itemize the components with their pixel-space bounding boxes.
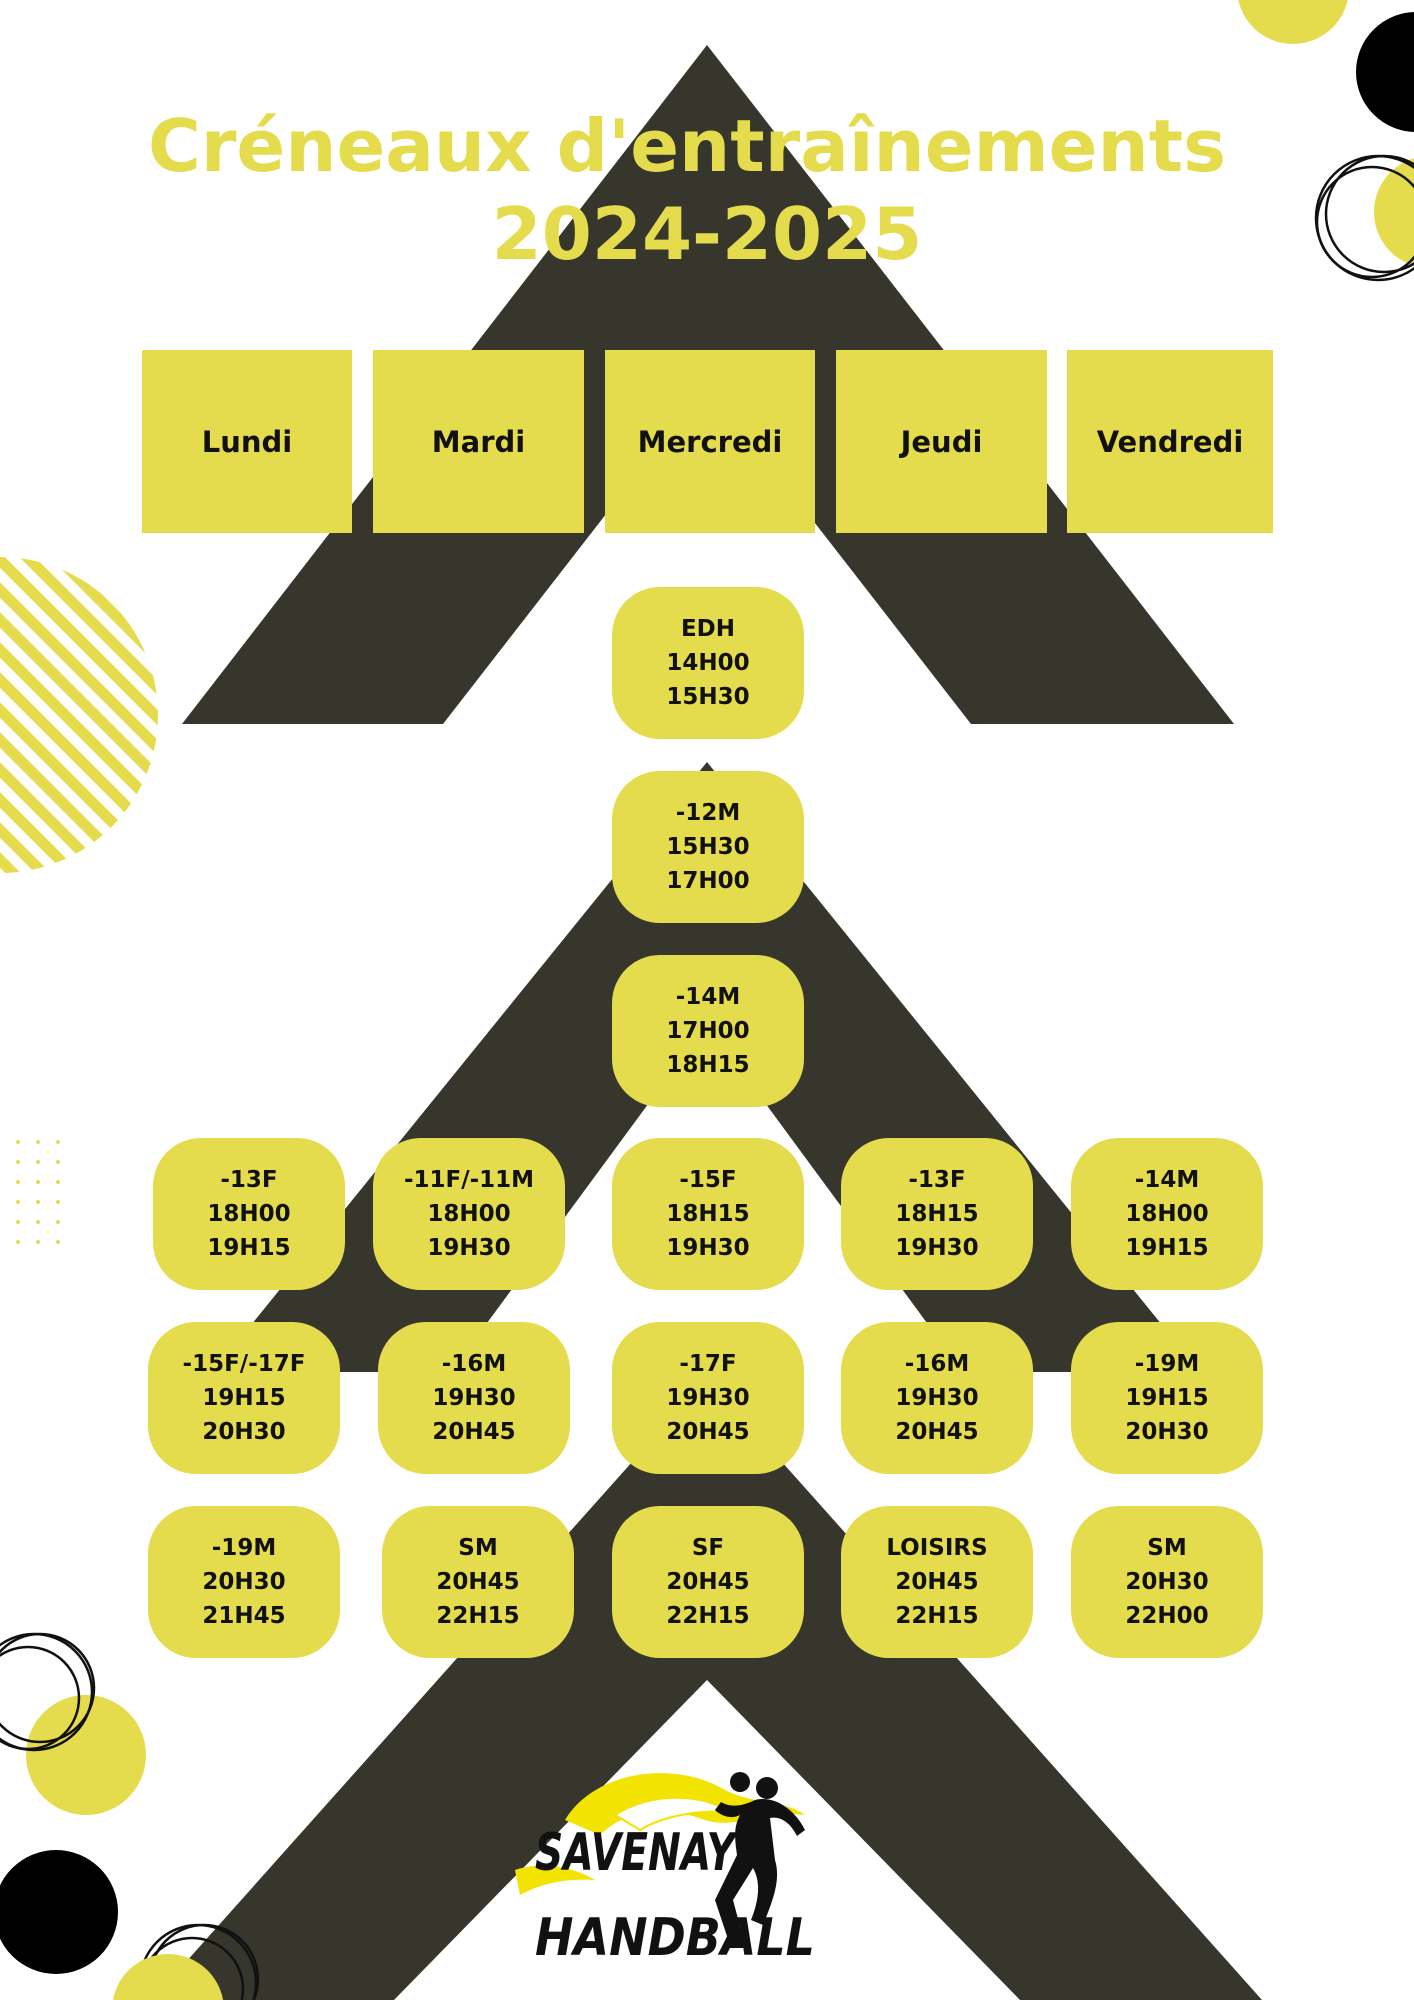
logo-text-handball: HANDBALL xyxy=(535,1908,815,1968)
bottom-chevron xyxy=(152,1378,1262,2000)
slot-end: 19H30 xyxy=(895,1235,979,1261)
page-title: Créneaux d'entraînements xyxy=(148,104,1226,188)
club-logo: SAVENAY HANDBALL xyxy=(515,1772,815,1968)
handball-player-icon xyxy=(715,1772,805,1948)
slot-end: 19H30 xyxy=(427,1235,511,1261)
slot-team: EDH xyxy=(680,616,736,642)
slot-team: -17F xyxy=(679,1351,737,1377)
slot-team: -12M xyxy=(675,800,741,826)
slot-start: 19H30 xyxy=(895,1385,979,1411)
slot-end: 22H00 xyxy=(1125,1603,1209,1629)
slot-end: 20H45 xyxy=(432,1419,516,1445)
black-circle-bottom-left xyxy=(0,1850,118,1974)
slot-end: 20H30 xyxy=(202,1419,286,1445)
slot-end: 20H30 xyxy=(1125,1419,1209,1445)
slot-start: 18H15 xyxy=(666,1201,750,1227)
slot-team: -13F xyxy=(908,1167,966,1193)
slot-start: 19H30 xyxy=(432,1385,516,1411)
slot-mercredi-sf: SF 20H45 22H15 xyxy=(612,1506,804,1658)
slot-mercredi-15f: -15F 18H15 19H30 xyxy=(612,1138,804,1290)
slot-start: 18H15 xyxy=(895,1201,979,1227)
slot-team: -16M xyxy=(441,1351,507,1377)
day-header-mardi: Mardi xyxy=(373,350,584,533)
slot-team: SM xyxy=(1147,1535,1187,1561)
slot-team: SF xyxy=(691,1535,725,1561)
slot-end: 21H45 xyxy=(202,1603,286,1629)
slot-end: 22H15 xyxy=(895,1603,979,1629)
day-header-vendredi: Vendredi xyxy=(1067,350,1273,533)
slot-team: -13F xyxy=(220,1167,278,1193)
slot-start: 20H30 xyxy=(1125,1569,1209,1595)
slot-mercredi-edh: EDH 14H00 15H30 xyxy=(612,587,804,739)
yellow-circle-bottom-left xyxy=(26,1695,146,1815)
slot-end: 15H30 xyxy=(666,684,750,710)
slot-mercredi-14m: -14M 17H00 18H15 xyxy=(612,955,804,1107)
logo-text-savenay: SAVENAY xyxy=(535,1823,739,1883)
page-subtitle-season: 2024-2025 xyxy=(491,192,923,276)
day-header-mercredi: Mercredi xyxy=(605,350,815,533)
slot-end: 18H15 xyxy=(666,1052,750,1078)
slot-start: 18H00 xyxy=(207,1201,291,1227)
slot-mardi-sm: SM 20H45 22H15 xyxy=(382,1506,574,1658)
yellow-circle-right xyxy=(1374,158,1414,266)
slot-vendredi-19m: -19M 19H15 20H30 xyxy=(1071,1322,1263,1474)
slot-team: -16M xyxy=(904,1351,970,1377)
slot-start: 17H00 xyxy=(666,1018,750,1044)
slot-jeudi-loisirs: LOISIRS 20H45 22H15 xyxy=(841,1506,1033,1658)
slot-team: -14M xyxy=(1134,1167,1200,1193)
day-header-jeudi: Jeudi xyxy=(836,350,1047,533)
slot-mercredi-12m: -12M 15H30 17H00 xyxy=(612,771,804,923)
yellow-circle-bottom xyxy=(112,1954,224,2000)
slot-start: 19H30 xyxy=(666,1385,750,1411)
slot-end: 20H45 xyxy=(895,1419,979,1445)
slot-team: LOISIRS xyxy=(886,1535,988,1561)
slot-start: 18H00 xyxy=(1125,1201,1209,1227)
slot-jeudi-13f: -13F 18H15 19H30 xyxy=(841,1138,1033,1290)
dot-grid-decoration xyxy=(16,1140,60,1244)
slot-end: 20H45 xyxy=(666,1419,750,1445)
slot-end: 19H15 xyxy=(1125,1235,1209,1261)
slot-team: -19M xyxy=(211,1535,277,1561)
outline-circles-bottom-left xyxy=(0,1632,96,1752)
slot-start: 20H45 xyxy=(666,1569,750,1595)
slot-lundi-15f-17f: -15F/-17F 19H15 20H30 xyxy=(148,1322,340,1474)
slot-vendredi-14m: -14M 18H00 19H15 xyxy=(1071,1138,1263,1290)
slot-start: 20H30 xyxy=(202,1569,286,1595)
slot-start: 14H00 xyxy=(666,650,750,676)
slot-team: -14M xyxy=(675,984,741,1010)
slot-team: -15F/-17F xyxy=(182,1351,306,1377)
slot-start: 19H15 xyxy=(202,1385,286,1411)
yellow-circle-top-right xyxy=(1238,0,1348,44)
logo-yellow-tail xyxy=(515,1865,595,1895)
slot-start: 15H30 xyxy=(666,834,750,860)
day-header-lundi: Lundi xyxy=(142,350,352,533)
slot-mercredi-17f: -17F 19H30 20H45 xyxy=(612,1322,804,1474)
slot-start: 20H45 xyxy=(436,1569,520,1595)
slot-start: 18H00 xyxy=(427,1201,511,1227)
slot-team: -15F xyxy=(679,1167,737,1193)
slot-lundi-13f: -13F 18H00 19H15 xyxy=(153,1138,345,1290)
slot-team: -11F/-11M xyxy=(403,1167,535,1193)
slot-end: 19H15 xyxy=(207,1235,291,1261)
slot-mardi-16m: -16M 19H30 20H45 xyxy=(378,1322,570,1474)
slot-end: 22H15 xyxy=(436,1603,520,1629)
black-circle-top-right xyxy=(1356,12,1414,132)
slot-lundi-19m: -19M 20H30 21H45 xyxy=(148,1506,340,1658)
slot-team: -19M xyxy=(1134,1351,1200,1377)
slot-team: SM xyxy=(458,1535,498,1561)
slot-start: 20H45 xyxy=(895,1569,979,1595)
slot-mardi-11f-11m: -11F/-11M 18H00 19H30 xyxy=(373,1138,565,1290)
slot-vendredi-sm: SM 20H30 22H00 xyxy=(1071,1506,1263,1658)
slot-end: 22H15 xyxy=(666,1603,750,1629)
slot-start: 19H15 xyxy=(1125,1385,1209,1411)
slot-jeudi-16m: -16M 19H30 20H45 xyxy=(841,1322,1033,1474)
slot-end: 19H30 xyxy=(666,1235,750,1261)
slot-end: 17H00 xyxy=(666,868,750,894)
outline-circles-top-right xyxy=(1314,154,1414,282)
